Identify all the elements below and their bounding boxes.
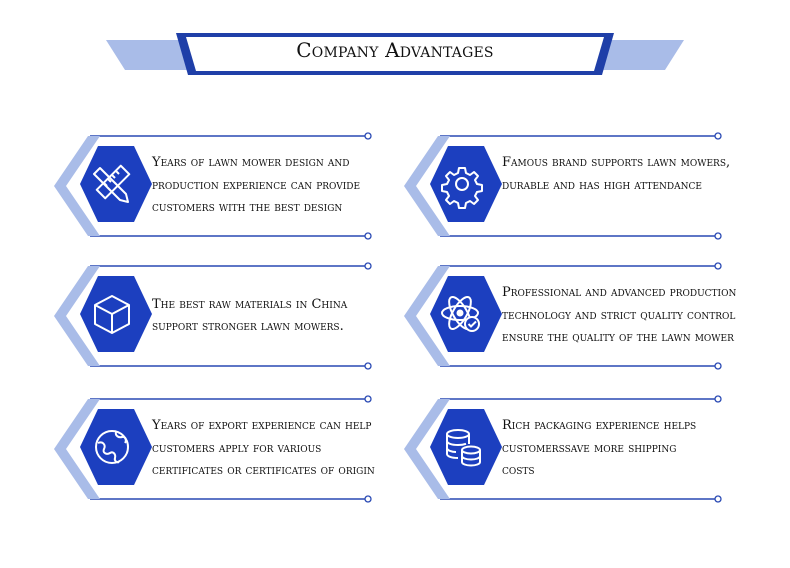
advantage-card-packaging: Rich packaging experience helps customer… xyxy=(402,395,732,503)
text-line: customers with the best design xyxy=(152,200,343,216)
advantage-card-materials: The best raw materials in China support … xyxy=(52,262,382,370)
globe-icon xyxy=(82,417,142,477)
advantage-text: Years of export experience can help cust… xyxy=(152,409,387,489)
advantage-text: The best raw materials in China support … xyxy=(152,276,387,356)
card-frame xyxy=(404,262,722,370)
text-line: costs xyxy=(502,463,535,478)
advantage-card-design: Years of lawn mower design and productio… xyxy=(52,132,382,240)
text-line: technology and strict quality control xyxy=(502,307,736,323)
text-line: ensure the quality of the lawn mower xyxy=(502,330,734,346)
gear-icon xyxy=(432,154,492,214)
page-title: Company Advantages xyxy=(296,38,494,62)
text-line: The best raw materials in China xyxy=(152,296,348,312)
text-line: production experience can provide xyxy=(152,177,361,193)
text-line: Years of lawn mower design and xyxy=(152,155,350,171)
text-line: customers apply for various xyxy=(152,440,322,456)
card-frame xyxy=(54,395,372,503)
text-line: Rich packaging experience helps xyxy=(502,418,697,433)
advantage-text: Professional and advanced production tec… xyxy=(502,276,737,356)
text-line: Years of export experience can help xyxy=(152,418,372,434)
text-line: certificates or certificates of origin xyxy=(152,463,375,479)
database-icon xyxy=(432,417,492,477)
text-line: Professional and advanced production xyxy=(502,285,737,301)
advantage-card-technology: Professional and advanced production tec… xyxy=(402,262,736,370)
card-frame xyxy=(54,132,372,240)
text-line: customerssave more shipping xyxy=(502,440,677,456)
ruler-pencil-icon xyxy=(82,154,142,214)
text-line: durable and has high attendance xyxy=(502,177,702,193)
advantage-text: Rich packaging experience helps customer… xyxy=(502,409,737,495)
advantage-text: Years of lawn mower design and productio… xyxy=(152,146,387,226)
text-line: Famous brand supports lawn mowers, xyxy=(502,155,731,170)
advantage-card-export: Years of export experience can help cust… xyxy=(52,395,382,503)
card-frame xyxy=(54,262,372,370)
atom-check-icon xyxy=(432,284,492,344)
title-banner: Company Advantages xyxy=(0,0,790,90)
cube-icon xyxy=(82,284,142,344)
advantage-text: Famous brand supports lawn mowers, durab… xyxy=(502,146,737,232)
banner-shape xyxy=(106,33,684,75)
text-line: support stronger lawn mowers. xyxy=(152,319,344,334)
advantage-card-brand: Famous brand supports lawn mowers, durab… xyxy=(402,132,732,240)
